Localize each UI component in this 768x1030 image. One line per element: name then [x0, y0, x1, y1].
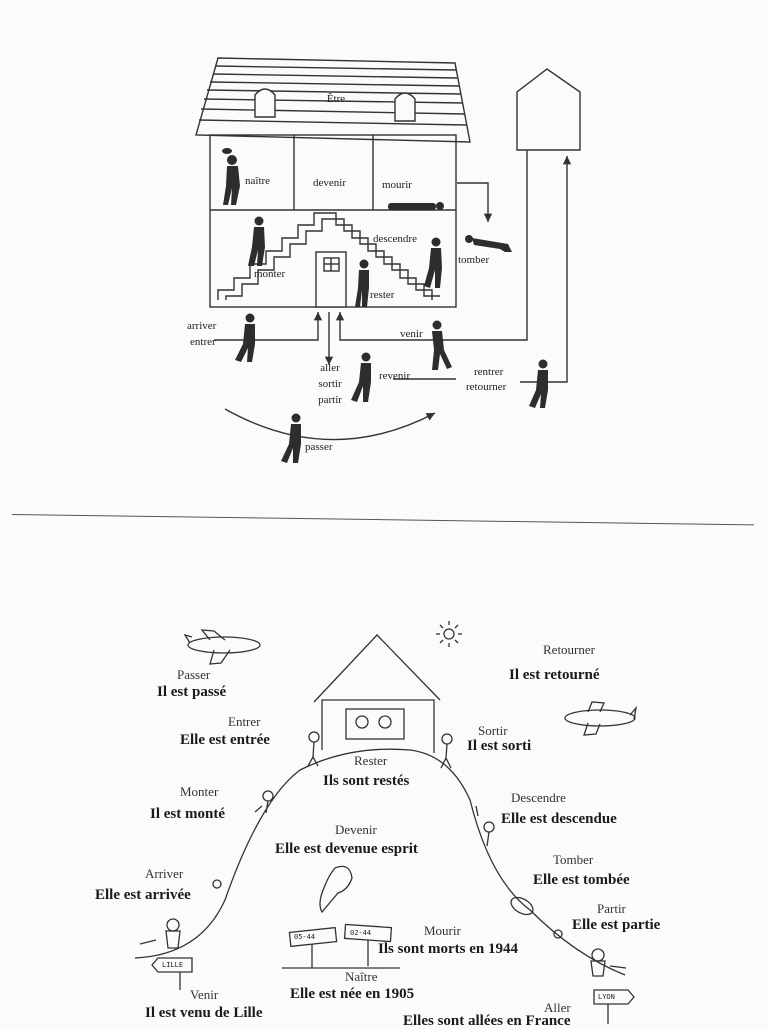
figure-revenir	[351, 352, 371, 402]
hill-verb-aller: Aller	[544, 1000, 571, 1015]
hill-sentence-entrer: Elle est entrée	[180, 732, 270, 748]
label-devenir: devenir	[313, 177, 346, 189]
hill-verb-mourir: Mourir	[424, 923, 461, 938]
hill-sentence-passer: Il est passé	[157, 684, 227, 700]
house-diagram	[195, 57, 581, 463]
label-retourner: retourner	[466, 381, 507, 393]
label-passer: passer	[305, 441, 333, 453]
label-rester: rester	[370, 289, 395, 301]
roof-label-etre: Être	[326, 93, 346, 105]
hill-sentence-sortir: Il est sorti	[467, 738, 532, 754]
airplane-left-icon	[183, 629, 261, 665]
hill-sentence-devenir: Elle est devenue esprit	[275, 841, 418, 857]
figure-arriver	[235, 313, 255, 362]
sign-lyon	[593, 989, 635, 1024]
hill-verb-monter: Monter	[180, 784, 219, 799]
label-naitre: naître	[245, 175, 271, 187]
hill-verb-partir: Partir	[597, 901, 626, 916]
hill-sentence-aller: Elles sont allées en France	[403, 1013, 571, 1029]
figure-monter-hill	[262, 790, 274, 814]
hill-sentence-tomber: Elle est tombée	[533, 872, 630, 888]
figure-venir	[432, 320, 452, 370]
sun-icon	[436, 621, 462, 647]
staircase	[217, 212, 433, 300]
hill-verb-arriver: Arriver	[145, 866, 184, 881]
figure-descendre-hill	[483, 821, 495, 847]
figure-tomber-hill	[510, 896, 534, 916]
hill-sentence-descendre: Elle est descendue	[501, 811, 617, 827]
grave-left-text: 05-44	[294, 933, 316, 941]
sign-lille-text: LILLE	[162, 961, 184, 969]
hill-verb-descendre: Descendre	[511, 790, 566, 805]
grave-left	[288, 926, 338, 968]
hill-verb-naitre: Naître	[345, 969, 378, 984]
hill-verb-entrer: Entrer	[228, 714, 261, 729]
figure-monter	[248, 216, 265, 266]
label-tomber: tomber	[458, 254, 490, 266]
label-rentrer: rentrer	[474, 366, 504, 378]
figure-rester	[355, 259, 369, 307]
hill-sentence-partir: Elle est partie	[572, 917, 661, 933]
figure-rentrer	[529, 359, 548, 408]
label-revenir: revenir	[379, 370, 411, 382]
hill-sentence-arriver: Elle est arrivée	[95, 887, 191, 903]
figure-descendre	[424, 237, 442, 288]
label-venir: venir	[400, 328, 423, 340]
figure-passer	[281, 413, 301, 463]
label-sortir: sortir	[318, 378, 342, 390]
hill-house	[321, 699, 435, 753]
figure-partir-hill	[553, 929, 563, 939]
label-entrer: entrer	[190, 336, 216, 348]
tower	[516, 68, 581, 151]
hill-verb-venir: Venir	[190, 987, 219, 1002]
figure-arriver-hill	[212, 879, 222, 889]
label-partir: partir	[318, 394, 342, 406]
label-descendre: descendre	[373, 233, 417, 245]
hill-verb-passer: Passer	[177, 667, 211, 682]
hill-verb-rester: Rester	[354, 753, 388, 768]
label-mourir: mourir	[382, 179, 412, 191]
hill-verb-retourner: Retourner	[543, 642, 595, 657]
hill-sentence-monter: Il est monté	[150, 806, 225, 822]
label-monter: monter	[254, 268, 286, 280]
hill-verb-sortir: Sortir	[478, 723, 508, 738]
label-arriver: arriver	[187, 320, 217, 332]
hill-sentence-venir: Il est venu de Lille	[145, 1005, 263, 1021]
hill-verb-tomber: Tomber	[553, 852, 594, 867]
label-aller: aller	[320, 362, 340, 374]
hill-outline	[134, 748, 626, 976]
hill-sentence-mourir: Ils sont morts en 1944	[378, 941, 519, 957]
sign-lyon-text: LYON	[598, 993, 615, 1001]
figure-sortir-hill	[440, 733, 453, 769]
roof-window-right	[394, 92, 416, 122]
grave-right-text: 02-44	[350, 929, 372, 937]
hill-sentence-retourner: Il est retourné	[509, 667, 600, 683]
airplane-right-icon	[564, 701, 638, 736]
figure-venir-hill	[165, 918, 181, 949]
hill-sentence-naitre: Elle est née en 1905	[290, 986, 415, 1002]
hill-verb-devenir: Devenir	[335, 822, 377, 837]
hill-sentence-rester: Ils sont restés	[323, 773, 410, 789]
figure-aller-hill	[590, 948, 606, 977]
figure-naitre	[222, 148, 240, 205]
figure-entrer-hill	[307, 731, 320, 767]
figure-mourir	[388, 202, 444, 210]
sign-lille	[151, 957, 193, 990]
grave-right	[343, 923, 393, 966]
figure-tomber	[465, 235, 512, 252]
ghost-icon	[319, 865, 353, 914]
roof-window-left	[254, 88, 276, 118]
